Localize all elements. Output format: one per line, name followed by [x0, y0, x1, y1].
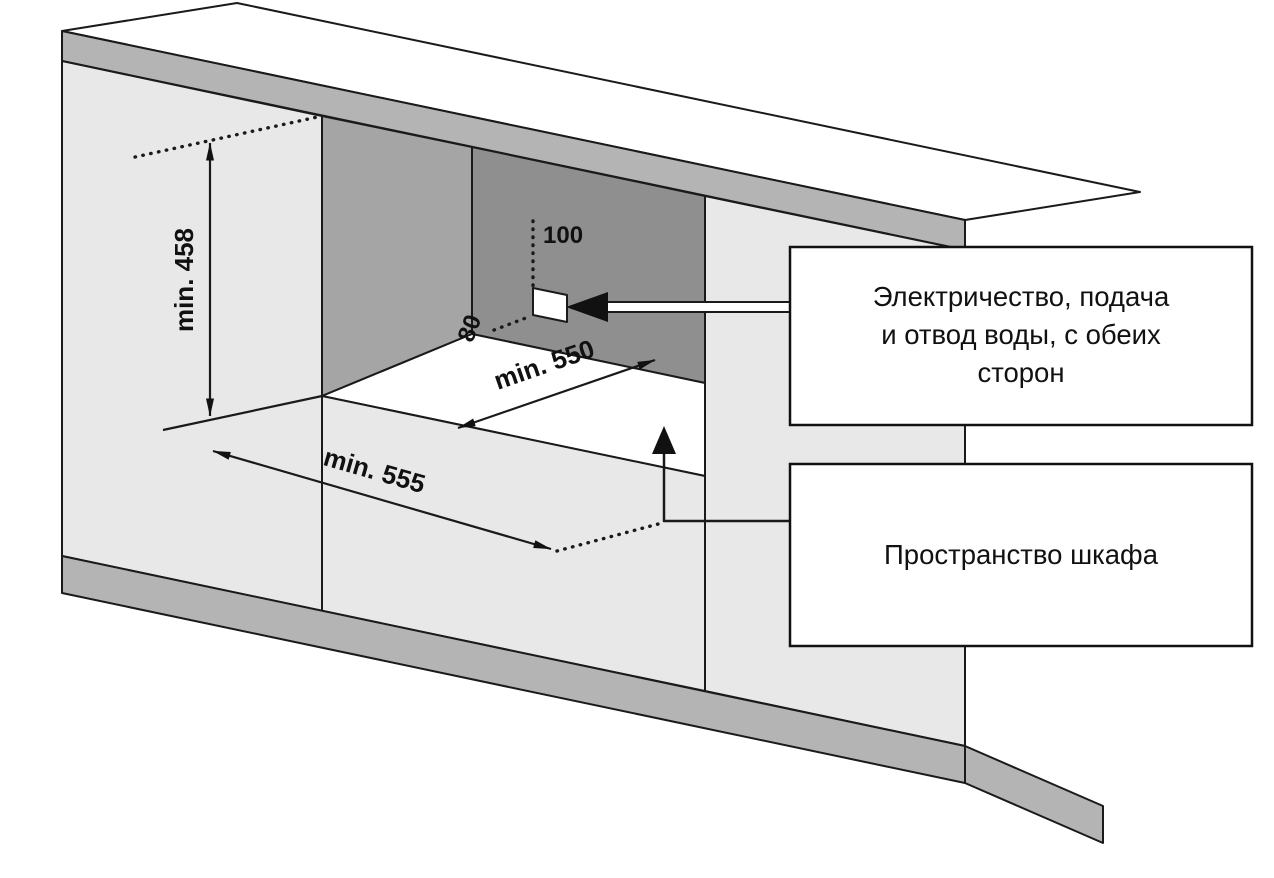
floor-strip [964, 745, 1104, 844]
height-ref-bottom-line [162, 394, 323, 432]
service-hole [532, 287, 568, 323]
cabinet-space-leader-line [662, 450, 790, 523]
utilities-arrow-shaft [605, 301, 792, 313]
hole-side-dotted-line [492, 314, 533, 332]
width-ref-dotted-line [555, 521, 664, 553]
callout-utilities-line1: Электричество, подача [873, 281, 1170, 312]
callout-cabinet-space-label: Пространство шкафа [884, 539, 1159, 570]
left-cabinet-panel [61, 60, 323, 612]
callout-utilities-line3: сторон [977, 357, 1064, 388]
callout-cabinet-space-box [788, 462, 1254, 648]
callout-utilities-line2: и отвод воды, с обеих [881, 319, 1161, 350]
width-dimension-line [212, 449, 552, 551]
depth-dimension-line [457, 358, 656, 430]
height-ref-top-dotted-line [133, 114, 324, 159]
height-dimension-label: min. 458 [169, 228, 199, 332]
utilities-arrow-head-icon [566, 292, 608, 322]
callout-utilities-box [788, 245, 1254, 427]
hole-top-offset-label: 100 [543, 222, 583, 249]
cabinet-space-up-arrow-icon [652, 426, 676, 454]
